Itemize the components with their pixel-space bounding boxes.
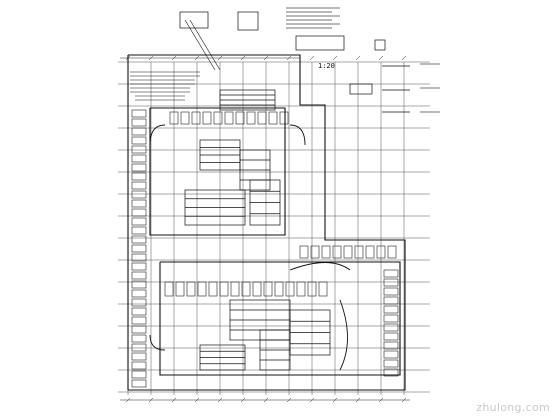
dim-tick bbox=[309, 55, 315, 61]
parking-bay bbox=[343, 245, 353, 259]
parking-bay bbox=[321, 245, 331, 259]
parking-bay bbox=[235, 111, 245, 125]
parking-bay bbox=[131, 109, 147, 118]
parking-bay bbox=[387, 245, 397, 259]
dim-tick bbox=[332, 55, 338, 61]
parking-bay bbox=[383, 296, 399, 305]
parking-bay bbox=[131, 262, 147, 271]
ramp-curves bbox=[149, 124, 351, 371]
parking-bay bbox=[268, 111, 278, 125]
parking-bay bbox=[299, 245, 309, 259]
parking-bay bbox=[202, 111, 212, 125]
dim-tick bbox=[401, 55, 407, 61]
parking-bay bbox=[257, 111, 267, 125]
parking-bay bbox=[131, 307, 147, 316]
parking-bay bbox=[131, 127, 147, 136]
core-rooms bbox=[184, 89, 331, 371]
axis-grid-lines bbox=[118, 61, 430, 395]
parking-bay bbox=[230, 281, 240, 297]
parking-bay bbox=[191, 111, 201, 125]
parking-bay bbox=[224, 111, 234, 125]
parking-bay bbox=[383, 287, 399, 296]
parking-bay bbox=[131, 280, 147, 289]
parking-bay bbox=[307, 281, 317, 297]
parking-bay bbox=[383, 323, 399, 332]
parking-bay bbox=[332, 245, 342, 259]
parking-bays bbox=[131, 109, 399, 388]
parking-bay bbox=[296, 281, 306, 297]
parking-bay bbox=[208, 281, 218, 297]
parking-bay bbox=[131, 181, 147, 190]
parking-bay bbox=[131, 217, 147, 226]
parking-bay bbox=[131, 226, 147, 235]
parking-bay bbox=[131, 253, 147, 262]
parking-bay bbox=[186, 281, 196, 297]
parking-bay bbox=[383, 359, 399, 368]
dim-tick bbox=[355, 55, 361, 61]
parking-bay bbox=[274, 281, 284, 297]
building-outline bbox=[127, 54, 406, 391]
parking-bay bbox=[246, 111, 256, 125]
dim-tick bbox=[378, 55, 384, 61]
parking-bay bbox=[131, 352, 147, 361]
parking-bay bbox=[131, 244, 147, 253]
parking-bay bbox=[285, 281, 295, 297]
parking-bay bbox=[383, 278, 399, 287]
parking-bay bbox=[131, 199, 147, 208]
parking-bay bbox=[318, 281, 328, 297]
parking-bay bbox=[131, 118, 147, 127]
parking-bay bbox=[131, 208, 147, 217]
parking-bay bbox=[383, 269, 399, 278]
parking-bay bbox=[131, 325, 147, 334]
parking-bay bbox=[354, 245, 364, 259]
parking-bay bbox=[131, 370, 147, 379]
parking-bay bbox=[383, 314, 399, 323]
parking-bay bbox=[131, 172, 147, 181]
parking-bay bbox=[131, 316, 147, 325]
notes-text-lines bbox=[286, 7, 440, 113]
watermark: zhulong.com bbox=[476, 401, 550, 414]
parking-bay bbox=[383, 305, 399, 314]
parking-bay bbox=[263, 281, 273, 297]
parking-bay bbox=[252, 281, 262, 297]
parking-bay bbox=[169, 111, 179, 125]
parking-bay bbox=[213, 111, 223, 125]
parking-bay bbox=[310, 245, 320, 259]
scale-label: 1:20 bbox=[318, 62, 335, 70]
parking-bay bbox=[131, 136, 147, 145]
parking-bay bbox=[131, 190, 147, 199]
parking-bay bbox=[164, 281, 174, 297]
parking-bay bbox=[180, 111, 190, 125]
parking-bay bbox=[131, 145, 147, 154]
parking-bay bbox=[131, 271, 147, 280]
parking-bay bbox=[131, 289, 147, 298]
dimension-ticks bbox=[120, 55, 410, 403]
parking-bay bbox=[131, 154, 147, 163]
parking-bay bbox=[241, 281, 251, 297]
parking-bay bbox=[131, 343, 147, 352]
parking-bay bbox=[279, 111, 289, 125]
parking-bay bbox=[383, 332, 399, 341]
parking-bay bbox=[131, 235, 147, 244]
parking-bay bbox=[131, 334, 147, 343]
parking-bay bbox=[219, 281, 229, 297]
parking-bay bbox=[383, 341, 399, 350]
parking-bay bbox=[365, 245, 375, 259]
parking-bay bbox=[376, 245, 386, 259]
parking-bay bbox=[175, 281, 185, 297]
parking-bay bbox=[197, 281, 207, 297]
parking-bay bbox=[131, 361, 147, 370]
parking-bay bbox=[131, 379, 147, 388]
parking-bay bbox=[383, 350, 399, 359]
dense-hatch-top bbox=[130, 19, 221, 101]
parking-bay bbox=[131, 163, 147, 172]
title-block bbox=[179, 11, 410, 113]
parking-bay bbox=[131, 298, 147, 307]
parking-bay bbox=[383, 368, 399, 377]
